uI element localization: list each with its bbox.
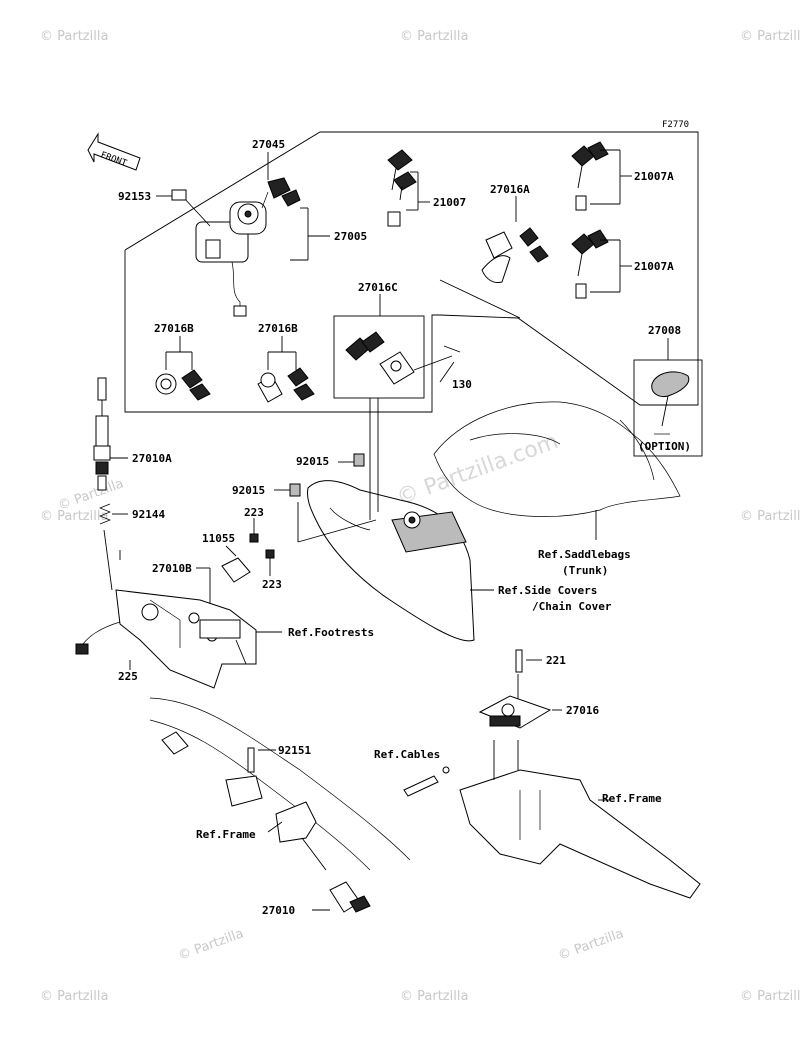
watermark: © Partzilla: [740, 989, 800, 1004]
label-27010A: 27010A: [132, 452, 172, 465]
kit-outline: [124, 131, 699, 413]
label-92015-lower: 92015: [232, 484, 265, 497]
watermark: © Partzilla: [740, 29, 800, 44]
label-27010B: 27010B: [152, 562, 192, 575]
label-27016B-right: 27016B: [258, 322, 298, 335]
watermark: © Partzilla: [176, 926, 245, 963]
bracket-11055: [221, 518, 275, 583]
option-key-27008: [633, 338, 703, 457]
spring-92144: [99, 503, 128, 525]
key-set-21007A-upper: [571, 141, 632, 211]
label-92153: 92153: [118, 190, 151, 203]
label-trunk: (Trunk): [562, 564, 608, 577]
switch-27010A: [93, 377, 128, 491]
label-27016C: 27016C: [358, 281, 398, 294]
label-21007: 21007: [433, 196, 466, 209]
label-ref-frame-left: Ref.Frame: [196, 828, 256, 841]
watermark: © Partzilla: [40, 29, 108, 44]
lock-set-27016C: [333, 294, 461, 399]
label-ref-side-covers: Ref.Side Covers: [498, 584, 597, 597]
key-set-21007: [387, 149, 430, 227]
frame-right-assembly: [403, 649, 701, 899]
label-92015-upper: 92015: [296, 455, 329, 468]
watermark-center: © Partzilla.com: [394, 429, 562, 511]
label-27005: 27005: [334, 230, 367, 243]
label-21007A-lower: 21007A: [634, 260, 674, 273]
lock-set-27016A: [481, 196, 549, 283]
label-ref-saddlebags: Ref.Saddlebags: [538, 548, 631, 561]
label-221: 221: [546, 654, 566, 667]
label-11055: 11055: [202, 532, 235, 545]
label-225: 225: [118, 670, 138, 683]
lock-set-27016B-right: [257, 336, 315, 403]
watermark: © Partzilla: [40, 989, 108, 1004]
label-ref-frame-right: Ref.Frame: [602, 792, 662, 805]
label-ref-footrests: Ref.Footrests: [288, 626, 374, 639]
watermark: © Partzilla: [400, 989, 468, 1004]
watermark: © Partzilla: [740, 509, 800, 524]
ignition-switch-assembly: [171, 152, 330, 317]
footrest-bracket: [75, 529, 282, 689]
label-27016A: 27016A: [490, 183, 530, 196]
label-27008: 27008: [648, 324, 681, 337]
side-cover-shape: [297, 398, 494, 642]
saddlebag-shape: [433, 401, 681, 540]
grommet-92015-lower: [289, 483, 301, 497]
label-92151: 92151: [278, 744, 311, 757]
label-92144: 92144: [132, 508, 165, 521]
label-option: (OPTION): [638, 440, 691, 453]
label-ref-cables: Ref.Cables: [374, 748, 440, 761]
label-27016B-left: 27016B: [154, 322, 194, 335]
label-130: 130: [452, 378, 472, 391]
key-set-21007A-lower: [571, 229, 632, 299]
label-223-upper: 223: [244, 506, 264, 519]
watermark: © Partzilla: [556, 926, 625, 963]
label-27045: 27045: [252, 138, 285, 151]
label-chain-cover: /Chain Cover: [532, 600, 612, 613]
diagram-code: F2770: [662, 120, 689, 130]
label-21007A-upper: 21007A: [634, 170, 674, 183]
label-223-lower: 223: [262, 578, 282, 591]
lock-set-27016B-left: [155, 336, 211, 401]
grommet-92015-upper: [353, 453, 365, 467]
frame-left-assembly: [149, 697, 411, 913]
label-27010: 27010: [262, 904, 295, 917]
label-27016: 27016: [566, 704, 599, 717]
watermark: © Partzilla: [40, 509, 108, 524]
front-arrow-icon: FRONT: [87, 132, 141, 171]
watermark: © Partzilla: [400, 29, 468, 44]
kit-divider: [439, 279, 521, 319]
